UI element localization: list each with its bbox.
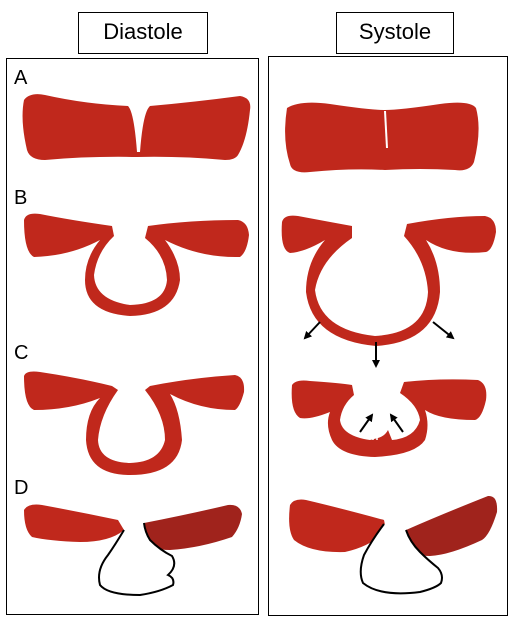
arrow-inward-left: [360, 415, 372, 432]
diastole-c-leaflets: [24, 372, 244, 476]
systole-a-leaflets: [285, 103, 478, 173]
diastole-b-leaflets: [24, 214, 249, 316]
diastole-a-leaflets: [23, 94, 251, 160]
systole-c-gap: [373, 408, 377, 440]
diastole-d-left-leaflet: [24, 505, 124, 542]
arrow-left: [305, 322, 320, 338]
diastole-d-right-leaflet: [144, 505, 242, 550]
systole-d-right-leaflet: [406, 496, 497, 556]
systole-c-leaflets: [292, 379, 487, 457]
arrow-inward-right: [391, 415, 403, 432]
diastole-c-notch: [128, 383, 130, 395]
systole-b-leaflets: [282, 216, 496, 346]
arrow-right: [433, 322, 453, 338]
